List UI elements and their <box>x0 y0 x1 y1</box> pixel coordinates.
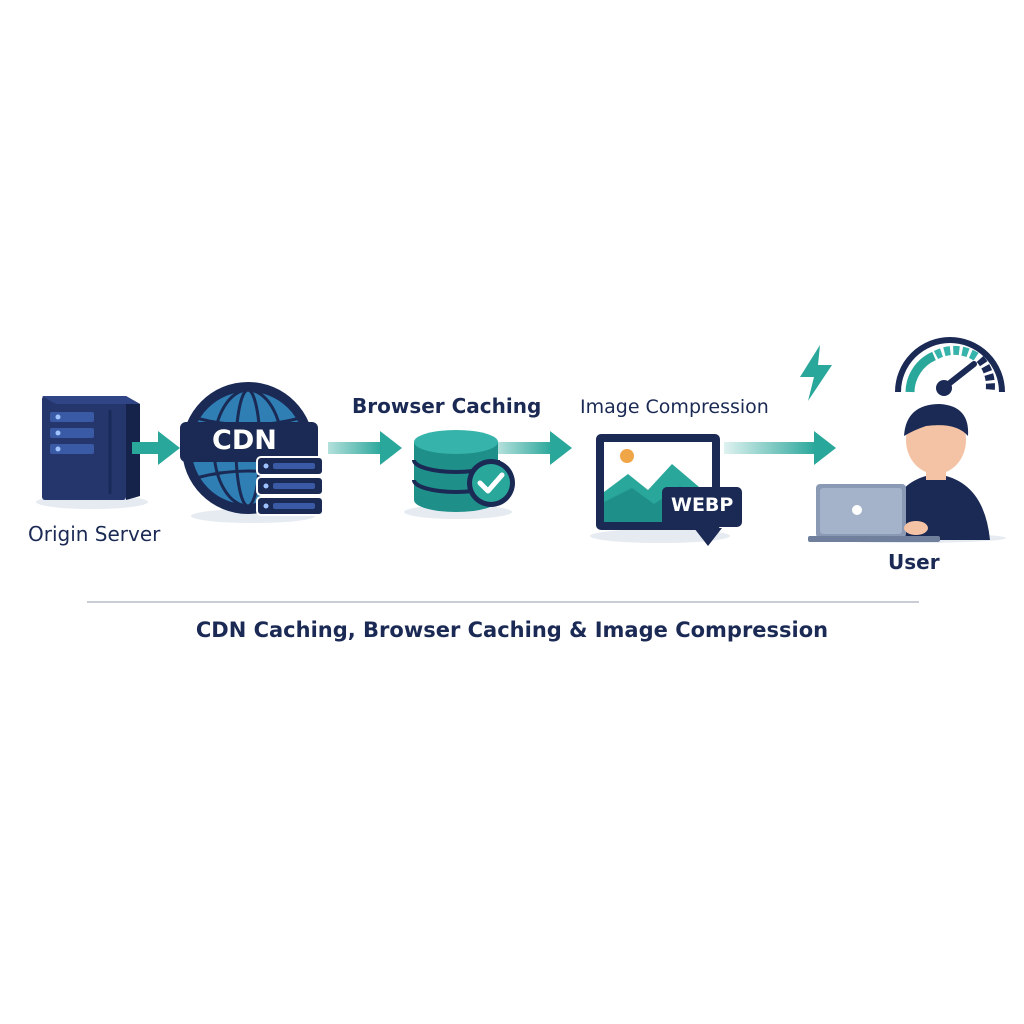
origin-server-label: Origin Server <box>28 522 161 546</box>
flow-arrow-1 <box>132 431 180 465</box>
diagram-caption: CDN Caching, Browser Caching & Image Com… <box>195 618 829 642</box>
flow-arrow-4 <box>724 431 836 465</box>
flow-arrow-2 <box>328 431 402 465</box>
download-arrow-icon <box>694 528 722 546</box>
lightning-icon <box>800 345 832 401</box>
globe-icon <box>180 382 318 523</box>
webp-badge-label: WEBP <box>671 494 734 516</box>
speedometer-icon <box>895 337 1005 396</box>
browser-caching-label: Browser Caching <box>352 394 542 418</box>
cdn-label: CDN <box>212 425 277 456</box>
database-icon <box>404 430 512 519</box>
user-label: User <box>888 550 940 574</box>
format-badge-shape <box>662 487 742 527</box>
image-compression-label: Image Compression <box>580 396 769 418</box>
server-stack-icon <box>256 456 324 516</box>
checkmark-icon <box>467 459 515 507</box>
flow-arrow-3 <box>498 431 572 465</box>
caption-divider <box>87 601 919 603</box>
user-with-laptop-icon <box>808 404 1006 543</box>
server-tower-icon <box>36 396 148 509</box>
